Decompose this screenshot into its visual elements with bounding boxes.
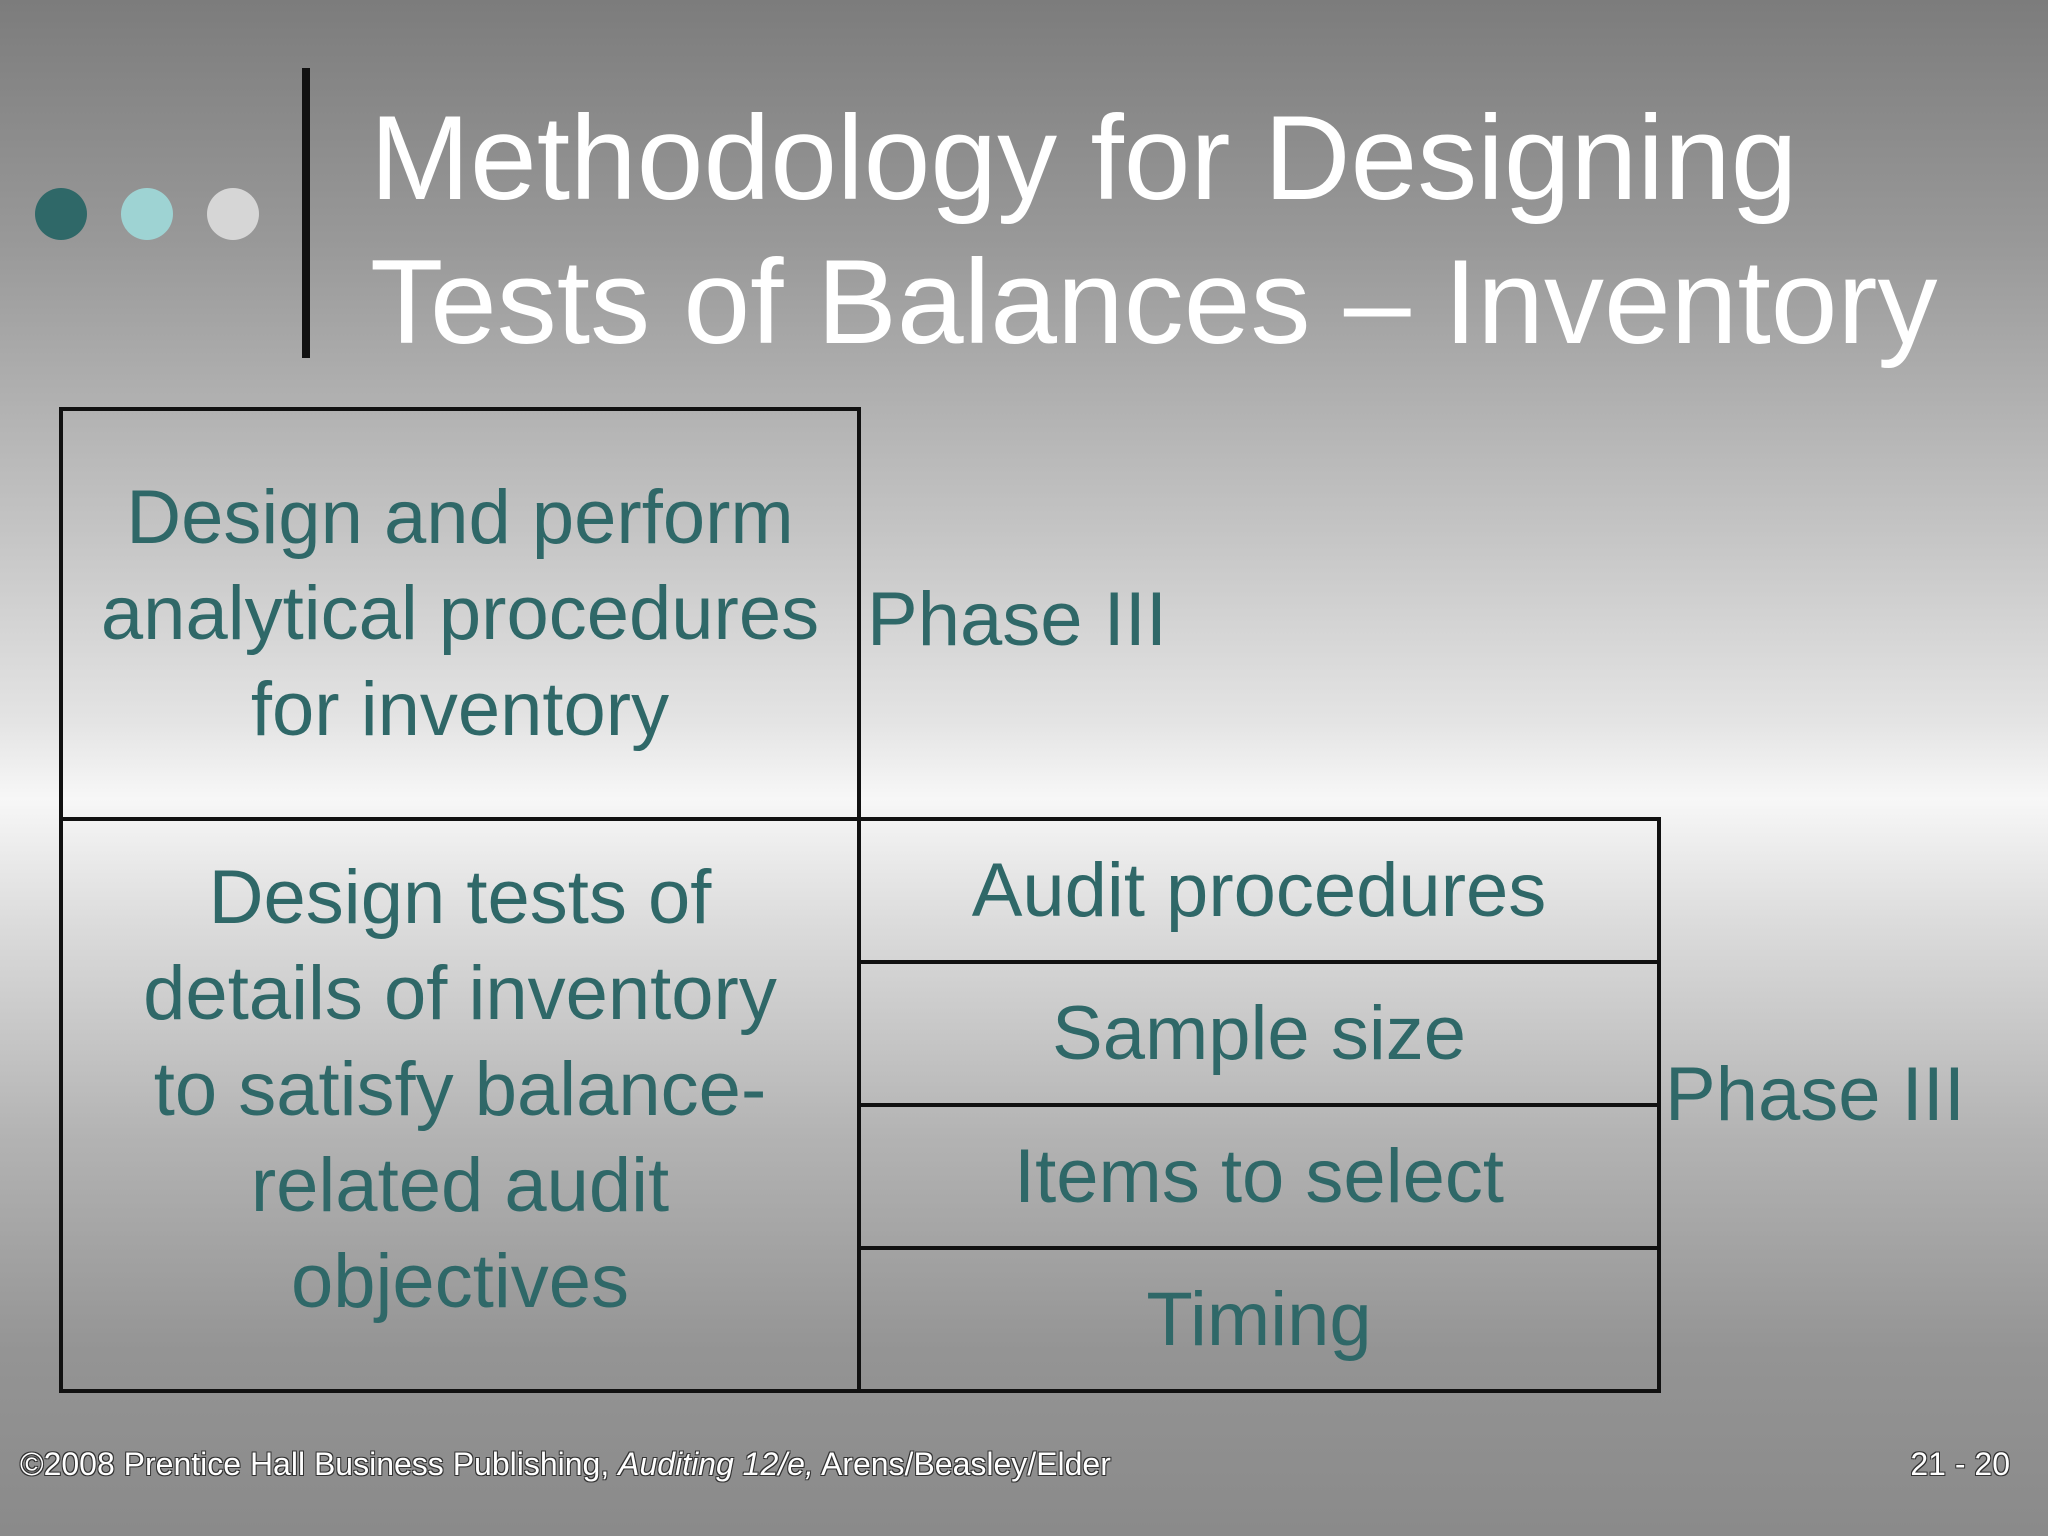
detail-item-items-to-select: Items to select — [857, 1103, 1661, 1250]
page-number: 21 - 20 — [1910, 1446, 2010, 1482]
slide-title-line-1: Methodology for Designing — [370, 91, 1798, 225]
decorative-dot-light — [121, 188, 173, 240]
detail-item-timing: Timing — [857, 1246, 1661, 1393]
decorative-dot-gray — [207, 188, 259, 240]
slide-title-line-2: Tests of Balances – Inventory — [370, 235, 1938, 369]
footer-book-title: Auditing 12/e, — [618, 1446, 814, 1482]
details-box-line-2: details of inventory — [143, 951, 777, 1036]
analytical-box-line-1: Design and perform — [126, 475, 794, 560]
phase-label-details: Phase III — [1665, 1052, 1965, 1137]
details-box-line-5: objectives — [291, 1239, 629, 1324]
detail-item-audit-procedures: Audit procedures — [857, 817, 1661, 964]
title-divider — [302, 68, 310, 358]
details-box-line-1: Design tests of — [208, 855, 712, 940]
slide-title: Methodology for Designing Tests of Balan… — [370, 86, 2010, 374]
footer-authors: Arens/Beasley/Elder — [813, 1446, 1111, 1482]
tests-of-details-box: Design tests of details of inventory to … — [59, 817, 861, 1393]
analytical-box-line-2: analytical procedures — [100, 571, 820, 656]
footer-copyright: ©2008 Prentice Hall Business Publishing,… — [20, 1446, 1111, 1483]
details-box-line-4: related audit — [250, 1143, 670, 1228]
details-box-line-3: to satisfy balance- — [153, 1047, 767, 1132]
analytical-procedures-box: Design and perform analytical procedures… — [59, 407, 861, 821]
analytical-box-line-3: for inventory — [250, 667, 670, 752]
decorative-dot-dark — [35, 188, 87, 240]
phase-label-analytical: Phase III — [867, 577, 1167, 662]
footer-copyright-prefix: ©2008 Prentice Hall Business Publishing, — [20, 1446, 619, 1482]
detail-item-sample-size: Sample size — [857, 960, 1661, 1107]
